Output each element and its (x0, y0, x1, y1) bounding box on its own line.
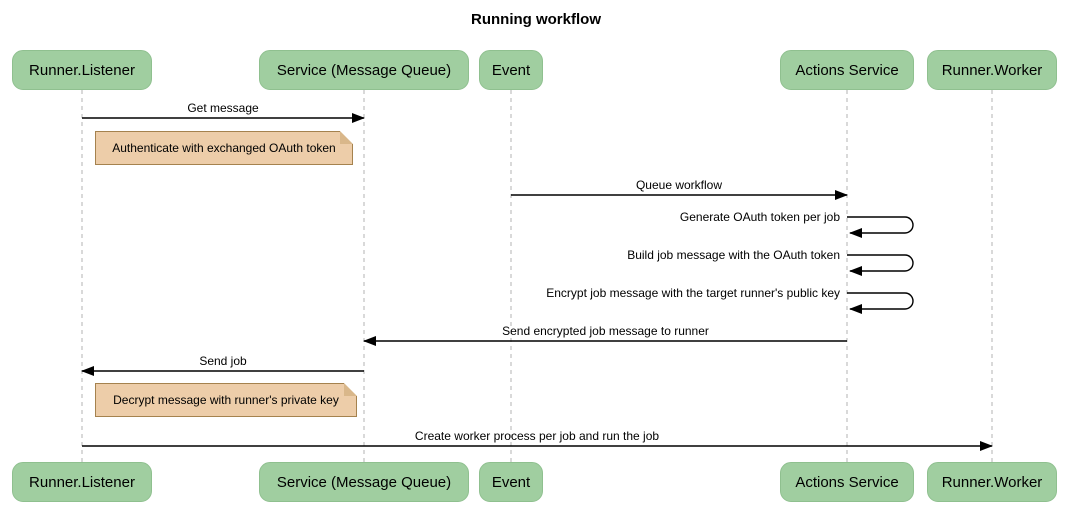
participant-bottom-runner-listener: Runner.Listener (12, 462, 152, 502)
participant-top-event: Event (479, 50, 543, 90)
message-label-get-message: Get message (187, 101, 259, 115)
self-loop-build-job-message (847, 254, 914, 276)
participant-top-actions-service: Actions Service (780, 50, 914, 90)
participant-top-runner-listener: Runner.Listener (12, 50, 152, 90)
participant-top-service-message-queue: Service (Message Queue) (259, 50, 469, 90)
participant-bottom-service-message-queue: Service (Message Queue) (259, 462, 469, 502)
note-decrypt-message: Decrypt message with runner's private ke… (95, 383, 357, 417)
message-label-generate-oauth-token: Generate OAuth token per job (679, 210, 840, 224)
message-label-send-job: Send job (199, 354, 247, 368)
participant-bottom-actions-service: Actions Service (780, 462, 914, 502)
message-label-create-worker-process: Create worker process per job and run th… (414, 429, 660, 443)
participant-bottom-runner-worker: Runner.Worker (927, 462, 1057, 502)
message-label-queue-workflow: Queue workflow (635, 178, 723, 192)
diagram-title: Running workflow (471, 11, 601, 28)
note-authenticate-oauth-token: Authenticate with exchanged OAuth token (95, 131, 353, 165)
message-label-build-job-message: Build job message with the OAuth token (627, 248, 840, 262)
message-label-encrypt-job-message: Encrypt job message with the target runn… (546, 286, 840, 300)
participant-bottom-event: Event (479, 462, 543, 502)
self-loop-encrypt-job-message (847, 292, 914, 314)
self-loop-generate-oauth-token (847, 216, 914, 238)
participant-top-runner-worker: Runner.Worker (927, 50, 1057, 90)
message-label-send-encrypted-job: Send encrypted job message to runner (502, 324, 709, 338)
